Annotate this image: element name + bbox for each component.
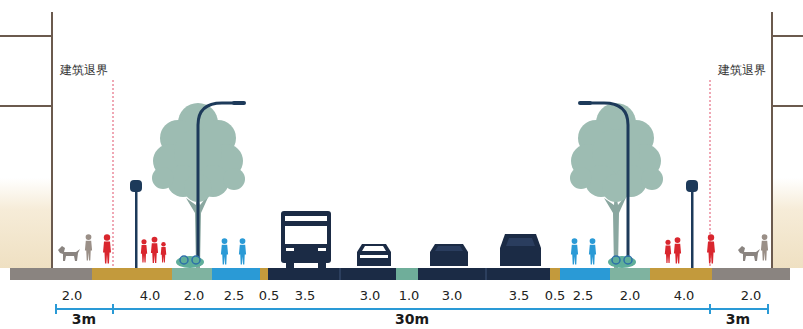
dimension-value: 2.0 [184,289,205,303]
total-dimension: 3m [726,312,750,327]
dimension-value: 3.0 [360,289,381,303]
dimension-value: 0.5 [259,289,280,303]
dimension-value: 1.0 [399,289,420,303]
dimension-value: 4.0 [674,289,695,303]
total-dimension: 3m [72,312,96,327]
dimension-value: 2.0 [741,289,762,303]
dimension-value: 3.0 [442,289,463,303]
dimension-value: 4.0 [140,289,161,303]
setback-label: 建筑退界 [59,64,109,77]
dimension-value: 3.5 [509,289,530,303]
dimension-value: 2.5 [573,289,594,303]
dimension-value: 2.0 [62,289,83,303]
setback-label: 建筑退界 [717,64,767,77]
total-dimension: 30m [395,312,429,327]
dimension-value: 2.0 [620,289,641,303]
dimension-value: 0.5 [545,289,566,303]
dimension-value: 2.5 [224,289,245,303]
dimension-value: 3.5 [295,289,316,303]
